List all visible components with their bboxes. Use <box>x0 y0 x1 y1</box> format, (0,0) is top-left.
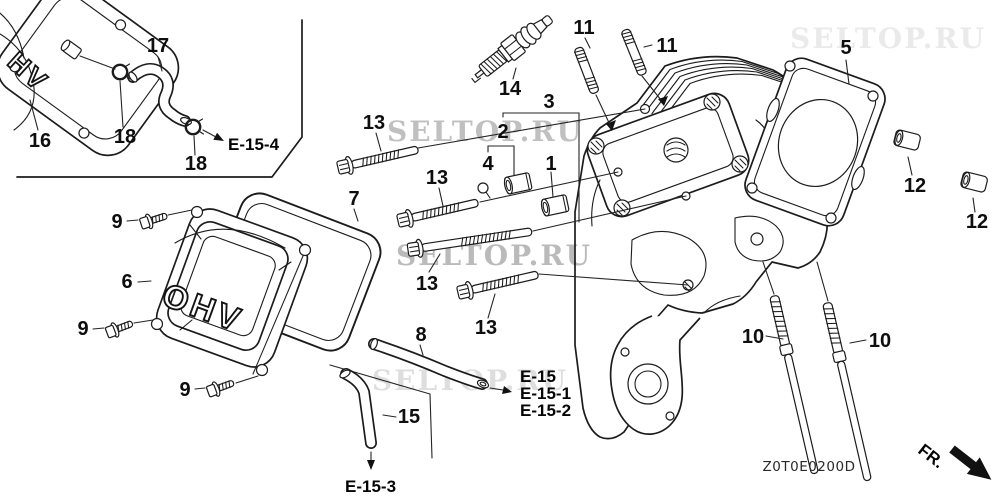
ref-e-15-3-label: E-15-3 <box>345 477 396 496</box>
part-10-stud-b: 10 <box>816 261 891 483</box>
inset-breather-tube-detail: HV 16 17 18 1 <box>0 0 303 178</box>
part-5-head-gasket <box>744 57 886 227</box>
part-11-stud-b: 11 <box>619 27 678 101</box>
part-13-head-bolt-a: 13 <box>335 108 646 178</box>
callout-18-b: 18 <box>185 153 207 175</box>
part-13-head-bolt-c: 13 <box>406 195 687 295</box>
callout-9-b: 9 <box>77 318 88 340</box>
part-1-dowel-pin <box>539 193 570 218</box>
watermarks: SELTOP.RU SELTOP.RU SELTOP.RU SELTOP.RU <box>372 22 986 397</box>
watermark-4: SELTOP.RU <box>790 22 986 55</box>
arrow-icon <box>502 386 512 394</box>
callout-7: 7 <box>348 188 359 210</box>
callout-13-c: 13 <box>416 273 438 295</box>
callout-10-b: 10 <box>869 330 891 352</box>
callout-6: 6 <box>121 271 132 293</box>
part-8-breather-tube: 8 <box>368 324 490 390</box>
inset-boundary <box>16 19 303 178</box>
callout-4: 4 <box>482 153 494 175</box>
cover-tube-joint <box>60 39 82 60</box>
callout-17: 17 <box>147 35 169 57</box>
callout-14: 14 <box>499 78 522 100</box>
part-13-head-bolt-d: 13 <box>455 265 689 339</box>
ref-e-15-4-label: E-15-4 <box>228 135 280 154</box>
part-9-cover-bolt-a: 9 <box>111 207 193 233</box>
callout-9-c: 9 <box>179 379 190 401</box>
callout-5: 5 <box>840 37 851 59</box>
callout-11-a: 11 <box>573 17 594 39</box>
part-16-head-cover-inset: HV <box>0 0 180 157</box>
callout-1: 1 <box>545 153 556 175</box>
ref-e-15-2-label: E-15-2 <box>520 401 571 420</box>
callout-18-a: 18 <box>114 126 136 148</box>
callout-9-a: 9 <box>111 211 122 233</box>
part-10-stud-a: 10 <box>742 261 822 476</box>
callout-11-b: 11 <box>656 35 677 57</box>
part-12-cap-b: 12 <box>959 170 989 233</box>
part-4-pin <box>477 182 491 199</box>
fr-label: FR. <box>915 440 948 472</box>
callout-12-b: 12 <box>966 211 988 233</box>
part-11-stud-a: 11 <box>572 17 612 128</box>
arrow-icon <box>213 132 224 141</box>
callout-13-b: 13 <box>426 167 448 189</box>
callout-13-a: 13 <box>363 112 385 134</box>
callout-2: 2 <box>497 121 508 143</box>
part-12-cap-a: 12 <box>892 128 926 197</box>
callout-10-a: 10 <box>742 326 764 348</box>
part-9-cover-bolt-c: 9 <box>179 375 259 401</box>
part-13-head-bolt-b: 13 <box>395 167 619 231</box>
ref-e-15-1-label: E-15-1 <box>520 384 571 403</box>
callout-12-a: 12 <box>904 175 926 197</box>
head-bolt-bosses <box>587 93 749 217</box>
part-cylinder-head <box>329 55 832 459</box>
part-15-drain-tube: 15 E-15-3 <box>339 368 420 496</box>
part-17-breather-tube <box>127 62 192 127</box>
callout-8: 8 <box>415 324 426 346</box>
ref-e-15-label: E-15 <box>520 367 556 386</box>
valve-spring <box>663 137 689 163</box>
leader-joint-to-clamp <box>79 55 116 70</box>
part-9-cover-bolt-b: 9 <box>77 315 154 341</box>
watermark-1: SELTOP.RU <box>387 115 583 148</box>
fr-arrow-icon <box>949 445 992 480</box>
intake-flange <box>609 315 701 435</box>
part-14-spark-plug: 14 <box>471 15 553 100</box>
part-group-dowels: 3 2 1 4 <box>477 91 580 223</box>
callout-16: 16 <box>29 130 51 152</box>
ref-e-15-group: E-15 E-15-1 E-15-2 <box>489 367 571 420</box>
fr-direction-indicator: FR. <box>915 440 992 480</box>
callout-15: 15 <box>398 406 420 428</box>
arrow-down-icon <box>367 460 375 470</box>
callout-3: 3 <box>543 91 554 113</box>
part-6-valve-cover: OHV <box>150 205 312 377</box>
drawing-code: Z0T0E0200D <box>763 459 856 475</box>
ref-e-15-4: E-15-4 <box>202 129 280 154</box>
part-18-tube-clamp-b <box>184 117 205 136</box>
callout-13-d: 13 <box>475 317 497 339</box>
